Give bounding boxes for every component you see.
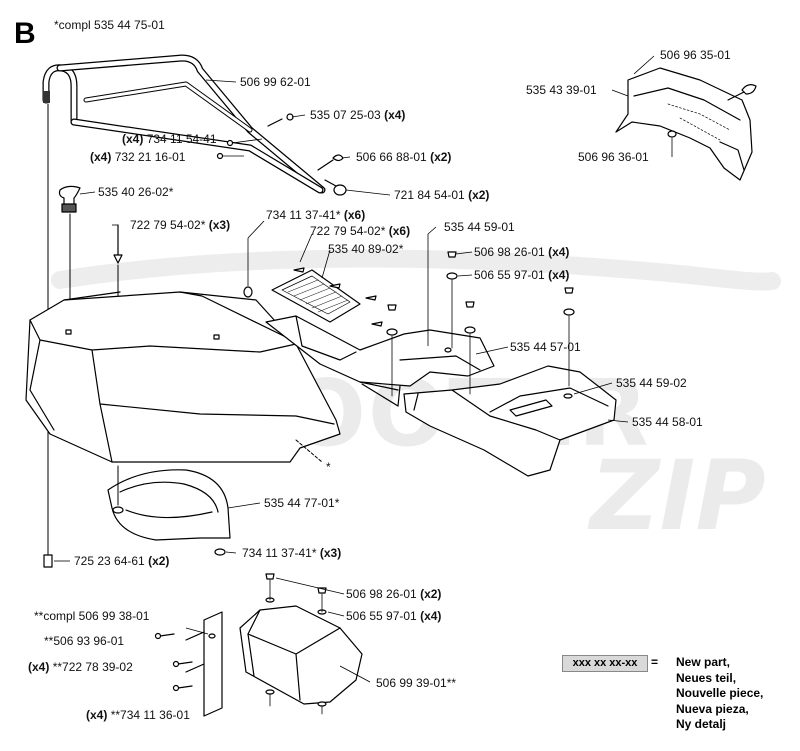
part-number: 535 43 39-01	[526, 83, 597, 97]
label-part-721-84-54-01: 721 84 54-01 (x2)	[394, 188, 489, 202]
lower-shell	[403, 365, 617, 477]
quantity: (x4)	[28, 660, 50, 674]
quantity: (x2)	[468, 188, 490, 202]
mulch-plug	[239, 605, 363, 705]
quantity: (x4)	[384, 108, 406, 122]
label-part-535-40-89-02: 535 40 89-02*	[328, 242, 403, 256]
part-number: 506 98 26-01	[346, 587, 417, 601]
part-number: 535 44 58-01	[632, 415, 703, 429]
star-mark: *	[326, 460, 331, 474]
label-part-535-44-59-01: 535 44 59-01	[444, 220, 515, 234]
legend-line: Nueva pieza,	[676, 701, 749, 716]
front-shell	[265, 315, 495, 407]
part-number: 732 21 16-01	[114, 150, 186, 164]
part-number: 535 44 59-01	[444, 220, 515, 234]
deflector	[615, 67, 753, 181]
label-part-535-44-77-01: 535 44 77-01*	[264, 496, 339, 510]
section-letter: B	[14, 17, 36, 50]
quantity: (x4)	[420, 609, 442, 623]
quantity: (x6)	[388, 224, 411, 238]
label-part-722-79-54-02-x3: 722 79 54-02* (x3)	[130, 218, 230, 232]
part-number: **506 93 96-01	[44, 634, 125, 648]
label-part-535-07-25-03: 535 07 25-03 (x4)	[310, 108, 405, 122]
quantity: (x2)	[420, 587, 442, 601]
label-part-506-66-88-01: 506 66 88-01 (x2)	[356, 150, 451, 164]
label-part-732-21-16-01: (x4) 732 21 16-01	[90, 150, 185, 164]
part-number: 722 79 54-02*	[130, 218, 206, 232]
label-part-506-55-97-01-bottom: 506 55 97-01 (x4)	[346, 609, 441, 623]
main-cover	[25, 291, 341, 463]
quantity: (x4)	[122, 132, 144, 146]
part-number: 722 79 54-02*	[310, 224, 386, 238]
chute	[107, 469, 231, 541]
label-part-506-98-26-01-x4: 506 98 26-01 (x4)	[474, 245, 569, 259]
label-part-725-23-64-61: 725 23 64-61 (x2)	[74, 554, 169, 568]
part-number: 506 96 35-01	[660, 48, 731, 62]
legend-line: Ny detalj	[676, 717, 727, 731]
label-part-734-11-37-41-x6: 734 11 37-41* (x6)	[266, 208, 365, 222]
label-part-506-99-39-01: 506 99 39-01**	[376, 676, 456, 690]
part-number: 734 11 37-41*	[242, 546, 317, 560]
part-number: 721 84 54-01	[394, 188, 465, 202]
label-part-722-78-39-02: (x4) **722 78 39-02	[28, 660, 133, 674]
label-part-506-99-62-01: 506 99 62-01	[240, 75, 311, 89]
label-part-535-44-57-01: 535 44 57-01	[510, 340, 581, 354]
part-number: 535 40 26-02*	[98, 185, 174, 199]
part-number: 725 23 64-61	[74, 554, 145, 568]
compl-top-text: *compl 535 44 75-01	[54, 18, 165, 32]
label-star: *	[326, 460, 331, 474]
legend-text: New part, Neues teil, Nouvelle piece, Nu…	[676, 655, 763, 733]
quantity: (x4)	[86, 708, 108, 722]
handle-bar	[42, 54, 326, 194]
quantity: (x4)	[548, 245, 570, 259]
part-number: 506 66 88-01	[356, 150, 427, 164]
label-part-535-43-39-01: 535 43 39-01	[526, 83, 597, 97]
legend-line: Neues teil,	[676, 670, 737, 685]
part-number: 734 11 37-41*	[266, 208, 341, 222]
compl-bottom-text: **compl 506 99 38-01	[34, 609, 150, 623]
label-part-734-11-54-41: (x4) 734 11 54-41	[122, 132, 217, 146]
quantity: (x6)	[343, 208, 366, 222]
part-number: 535 07 25-03	[310, 108, 381, 122]
part-number: 506 98 26-01	[474, 245, 545, 259]
quantity: (x4)	[90, 150, 112, 164]
label-part-734-11-37-41-x3: 734 11 37-41* (x3)	[242, 546, 341, 560]
quantity: (x4)	[548, 268, 570, 282]
label-part-535-44-58-01: 535 44 58-01	[632, 415, 703, 429]
legend-line: New part,	[676, 655, 731, 669]
label-part-535-40-26-02: 535 40 26-02*	[98, 185, 173, 199]
part-number: 535 44 59-02	[616, 376, 687, 390]
label-part-506-98-26-01-x2: 506 98 26-01 (x2)	[346, 587, 441, 601]
label-compl-top: *compl 535 44 75-01	[54, 18, 165, 32]
quantity: (x3)	[319, 546, 342, 560]
label-part-506-93-96-01: **506 93 96-01	[44, 634, 124, 648]
label-compl-bottom: **compl 506 99 38-01	[34, 609, 149, 623]
legend-code-box: xxx xx xx-xx	[562, 655, 648, 672]
part-number: **722 78 39-02	[52, 660, 133, 674]
part-number: 506 96 36-01	[578, 150, 649, 164]
legend-equals: =	[651, 655, 659, 669]
label-part-734-11-36-01: (x4) **734 11 36-01	[86, 708, 190, 722]
part-number: 506 55 97-01	[474, 268, 545, 282]
part-number: 535 40 89-02*	[328, 242, 404, 256]
label-part-506-96-35-01: 506 96 35-01	[660, 48, 731, 62]
part-number: 506 99 39-01**	[376, 676, 457, 690]
part-number: 506 55 97-01	[346, 609, 417, 623]
label-part-722-79-54-02-x6: 722 79 54-02* (x6)	[310, 224, 410, 238]
label-part-535-44-59-02: 535 44 59-02	[616, 376, 687, 390]
quantity: (x3)	[208, 218, 231, 232]
part-number: 535 44 77-01*	[264, 496, 340, 510]
part-number: **734 11 36-01	[110, 708, 190, 722]
quantity: (x2)	[148, 554, 170, 568]
part-number: 734 11 54-41	[146, 132, 217, 146]
part-number: 535 44 57-01	[510, 340, 581, 354]
part-number: 506 99 62-01	[240, 75, 311, 89]
watermark-zip: ZIP	[590, 440, 766, 552]
label-part-506-55-97-01-x4: 506 55 97-01 (x4)	[474, 268, 569, 282]
label-part-506-96-36-01: 506 96 36-01	[578, 150, 649, 164]
quantity: (x2)	[430, 150, 452, 164]
legend-line: Nouvelle piece,	[676, 686, 764, 700]
grille	[271, 269, 361, 323]
